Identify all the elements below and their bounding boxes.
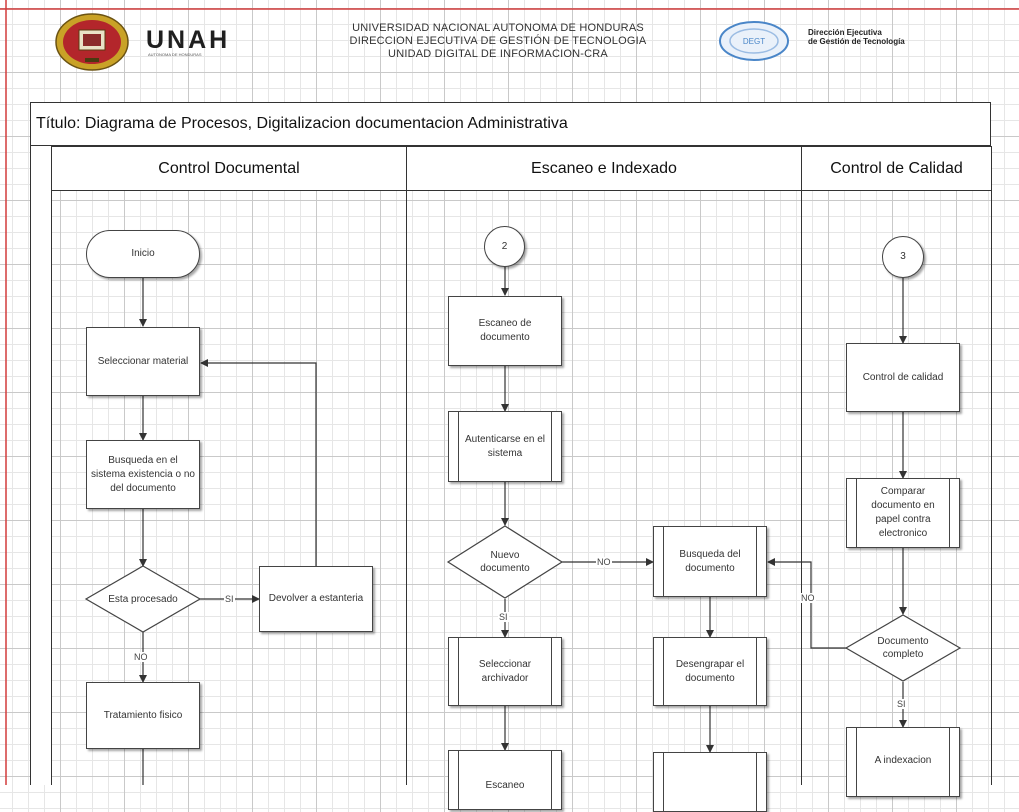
process-seleccionar-material[interactable]: Seleccionar material xyxy=(86,327,200,396)
header-line-1: UNIVERSIDAD NACIONAL AUTONOMA DE HONDURA… xyxy=(352,22,644,34)
header-line-3: UNIDAD DIGITAL DE INFORMACION-CRA xyxy=(388,48,608,60)
decision-documento-completo[interactable]: Documento completo xyxy=(877,636,929,660)
start-inicio[interactable]: Inicio xyxy=(86,230,200,278)
edge-label-no-tratamiento: NO xyxy=(133,652,149,662)
subprocess-escaneo-label: Escaneo xyxy=(485,780,525,791)
lane-header-escaneo-indexado: Escaneo e Indexado xyxy=(406,146,802,191)
decision-esta-procesado-shape xyxy=(84,565,202,633)
connector-3[interactable]: 3 xyxy=(882,236,924,278)
degt-line-1: Dirección Ejecutiva xyxy=(808,28,882,37)
subprocess-a-indexacion[interactable]: A indexacion xyxy=(846,727,960,797)
diagram-title-bar: Título: Diagrama de Procesos, Digitaliza… xyxy=(30,102,991,146)
lane-header-control-calidad: Control de Calidad xyxy=(801,146,992,191)
edge-label-no-busqueda: NO xyxy=(596,557,612,567)
lane-divider-2 xyxy=(801,190,802,785)
diagram-title: Título: Diagrama de Procesos, Digitaliza… xyxy=(36,115,568,132)
decision-esta-procesado[interactable]: Esta procesado xyxy=(108,593,178,605)
pool-side-strip xyxy=(30,146,52,785)
lane-divider-3 xyxy=(991,190,992,785)
unah-logo xyxy=(55,13,129,71)
brand-wordmark: UNAH xyxy=(146,26,231,54)
lane-header-control-documental: Control Documental xyxy=(51,146,407,191)
edge-label-si-indexacion: SI xyxy=(896,699,907,709)
process-control-calidad[interactable]: Control de calidad xyxy=(846,343,960,412)
subprocess-busqueda-documento[interactable]: Busqueda del documento xyxy=(653,526,767,597)
process-tratamiento-fisico[interactable]: Tratamiento fisico xyxy=(86,682,200,749)
decision-documento-completo-shape xyxy=(844,614,962,682)
process-busqueda-sistema[interactable]: Busqueda en el sistema existencia o no d… xyxy=(86,440,200,509)
decision-nuevo-documento[interactable]: Nuevo documento xyxy=(480,550,530,574)
subprocess-seleccionar-archivador[interactable]: Seleccionar archivador xyxy=(448,637,562,706)
subprocess-comparar-documento[interactable]: Comparar documento en papel contra elect… xyxy=(846,478,960,548)
header-line-2: DIRECCION EJECUTIVA DE GESTIÓN DE TECNOL… xyxy=(349,35,647,47)
subprocess-desengrapar[interactable]: Desengrapar el documento xyxy=(653,637,767,706)
process-devolver-estanteria[interactable]: Devolver a estanteria xyxy=(259,566,373,632)
degt-caption: Dirección Ejecutiva de Gestión de Tecnol… xyxy=(808,28,905,46)
degt-logo: DEGT xyxy=(718,20,790,62)
institution-header: UNIVERSIDAD NACIONAL AUTONOMA DE HONDURA… xyxy=(318,22,678,61)
edge-label-no-calidad: NO xyxy=(800,593,816,603)
brand-subtitle: AUTONOMA DE HONDURAS xyxy=(148,52,202,57)
subprocess-autenticarse[interactable]: Autenticarse en el sistema xyxy=(448,411,562,482)
edge-label-si-devolver: SI xyxy=(224,594,235,604)
process-escaneo-documento[interactable]: Escaneo de documento xyxy=(448,296,562,366)
degt-logo-text: DEGT xyxy=(743,37,765,46)
decision-nuevo-documento-shape xyxy=(446,525,564,599)
edge-label-si-archivador: SI xyxy=(498,612,509,622)
subprocess-escaneo[interactable]: Escaneo xyxy=(448,750,562,810)
degt-line-2: de Gestión de Tecnología xyxy=(808,37,905,46)
connector-2[interactable]: 2 xyxy=(484,226,525,267)
lane-divider-1 xyxy=(406,190,407,785)
flow-connectors xyxy=(84,267,962,785)
subprocess-lane2-bottom-right[interactable] xyxy=(653,752,767,812)
